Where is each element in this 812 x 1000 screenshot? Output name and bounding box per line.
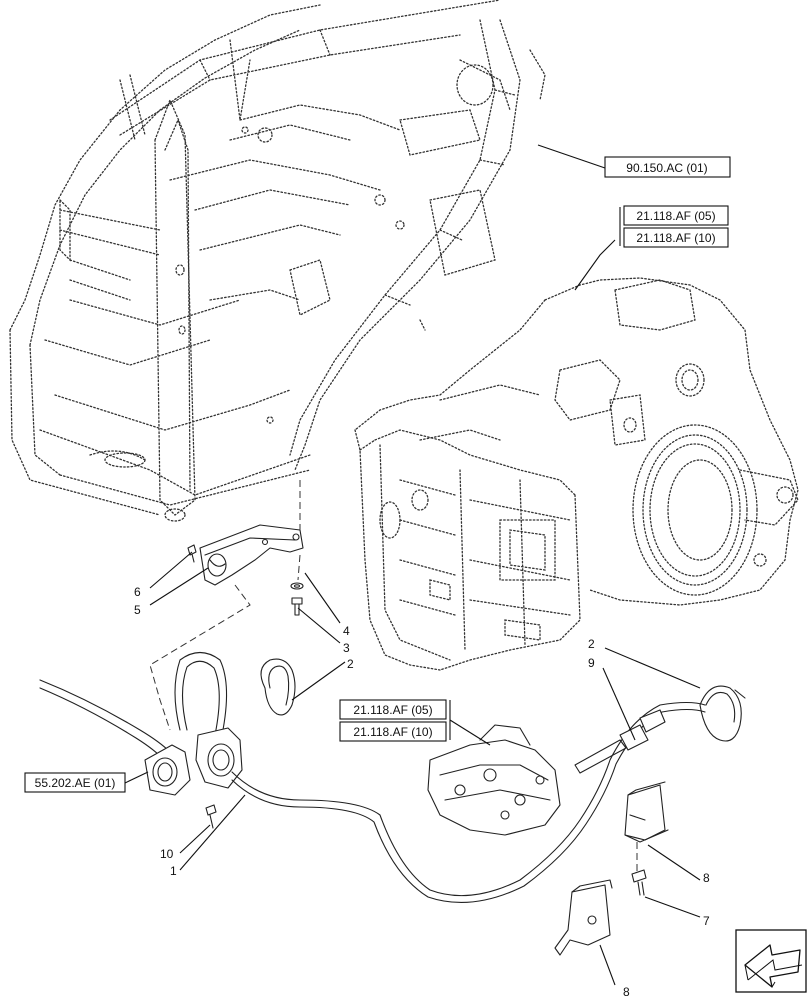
callout-2-left: 2 [347, 657, 354, 671]
callout-6: 6 [134, 585, 141, 599]
ref-label: 55.202.AE (01) [35, 776, 116, 790]
callout-1: 1 [170, 864, 177, 878]
clamp-right [699, 685, 746, 742]
cab-frame [9, 0, 546, 522]
ref-21-118-af-group-1[interactable]: 21.118.AF (05) 21.118.AF (10) [619, 205, 729, 248]
socket-harness [39, 651, 706, 904]
leader-lines [124, 144, 701, 986]
transmission-housing [354, 277, 799, 671]
ref-label: 21.118.AF (05) [353, 703, 432, 717]
screw-10 [205, 804, 217, 829]
washer-and-screw [290, 582, 304, 616]
callout-numbers: 6 5 4 3 2 2 9 10 1 8 7 8 [134, 585, 710, 999]
support-bracket [187, 524, 304, 586]
callout-8-lower: 8 [623, 985, 630, 999]
ref-label: 21.118.AF (05) [636, 209, 715, 223]
callout-5: 5 [134, 603, 141, 617]
clamp-left [260, 658, 296, 716]
ref-55-202-ae[interactable]: 55.202.AE (01) [24, 772, 126, 793]
callout-4: 4 [343, 624, 350, 638]
ref-90-150-ac[interactable]: 90.150.AC (01) [604, 156, 731, 178]
bracket-8-upper [624, 781, 669, 896]
ref-label: 90.150.AC (01) [626, 161, 707, 175]
callout-7: 7 [703, 914, 710, 928]
alignment-lines [149, 480, 638, 875]
bracket-8-lower [554, 879, 613, 956]
callout-2-right: 2 [588, 637, 595, 651]
ref-label: 21.118.AF (10) [636, 231, 715, 245]
next-view-arrow-icon[interactable] [735, 929, 807, 993]
ref-label: 21.118.AF (10) [353, 725, 432, 739]
callout-10: 10 [160, 847, 174, 861]
control-valve [427, 724, 561, 836]
callout-3: 3 [343, 641, 350, 655]
callout-9: 9 [588, 656, 595, 670]
callout-8-upper: 8 [703, 871, 710, 885]
ref-21-118-af-group-2[interactable]: 21.118.AF (05) 21.118.AF (10) [339, 699, 451, 742]
